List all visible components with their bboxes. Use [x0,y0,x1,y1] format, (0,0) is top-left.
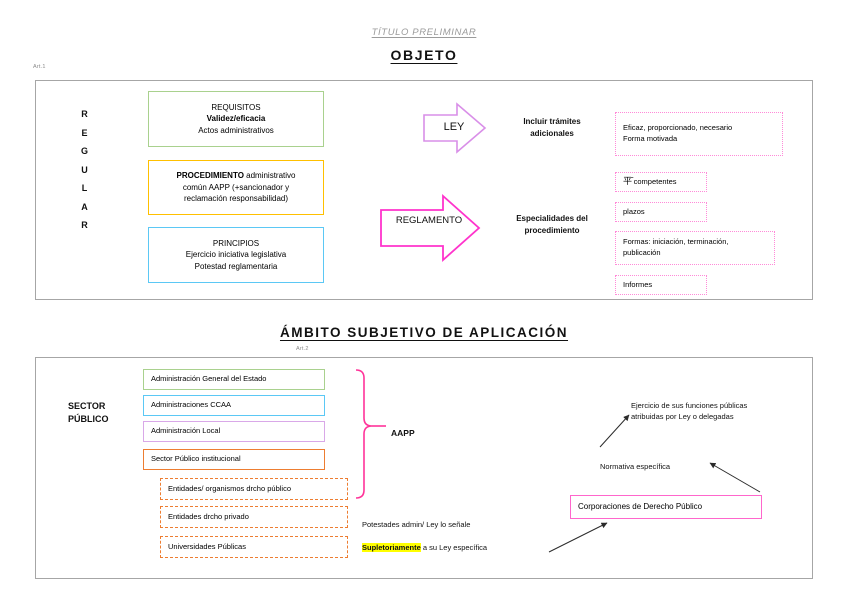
box-universidades-publicas[interactable]: Universidades Públicas [160,536,348,558]
organos-abbrev-icon: 平̄ [623,176,632,187]
note-funciones-publicas: Ejercicio de sus funciones públicas atri… [631,400,747,423]
box-sector-publico-institucional[interactable]: Sector Público institucional [143,449,325,470]
regular-letter: E [81,127,88,138]
box-requisitos[interactable]: REQUISITOS Validez/eficacia Actos admini… [148,91,324,147]
sector-publico-line1: SECTOR [68,401,106,411]
box-entidades-publico-text: Entidades/ organismos drcho público [168,483,291,493]
art1-label: Art.1 [33,64,46,70]
box-formas-line2: publicación [623,248,661,257]
box-universidades-text: Universidades Públicas [168,541,246,551]
box-administracion-local[interactable]: Administración Local [143,421,325,442]
box-principios-line1: PRINCIPIOS [212,238,260,248]
box-entidades-drcho-privado[interactable]: Entidades drcho privado [160,506,348,528]
regular-letter: U [81,164,88,175]
box-institucional-text: Sector Público institucional [151,454,241,464]
box-procedimiento-line3: reclamación responsabilidad) [183,194,289,204]
box-formas[interactable]: Formas: iniciación, terminación, publica… [615,231,775,265]
box-organos-line: 平̄ competentes [623,176,677,187]
box-formas-line1: Formas: iniciación, terminación, [623,237,729,247]
sector-publico-line2: PÚBLICO [68,414,109,425]
note-normativa-especifica: Normativa específica [600,462,671,471]
note-supletoriamente: Supletoriamente a su Ley específica [362,542,487,553]
ley-arrow-label: LEY [443,121,465,133]
box-procedimiento-line2: común AAPP (+sancionador y [182,182,290,192]
box-plazos[interactable]: plazos [615,202,707,222]
box-administracion-general-estado[interactable]: Administración General del Estado [143,369,325,390]
box-informes-line: Informes [623,279,653,289]
supletoriamente-rest: a su Ley específica [420,543,488,552]
sector-publico-label: SECTOR PÚBLICO [68,400,109,426]
box-organos-competentes[interactable]: 平̄ competentes [615,172,707,192]
regular-letter: G [81,146,89,156]
box-age-text: Administración General del Estado [151,374,267,384]
pretitle: TÍTULO PRELIMINAR [371,27,477,38]
section2-title: ÁMBITO SUBJETIVO DE APLICACIÓN [279,325,569,340]
box-principios-line2: Ejercicio iniciativa legislativa [185,250,287,260]
box-requisitos-line1: REQUISITOS [211,102,261,112]
funciones-line2: atribuidas por Ley o delegadas [631,412,734,422]
box-procedimiento-line1: PROCEDIMIENTO administrativo [176,171,296,181]
box-principios-line3: Potestad reglamentaria [194,261,278,271]
regular-letter: R [81,109,88,119]
box-local-text: Administración Local [151,426,221,436]
box-plazos-line: plazos [623,206,645,216]
box-entidades-privado-text: Entidades drcho privado [168,511,249,521]
ley-target-line2: adicionales [530,129,574,138]
reglamento-target-text: Especialidades del procedimiento [500,213,604,237]
regular-letter: R [81,220,88,230]
box-corporaciones-text: Corporaciones de Derecho Público [578,502,703,512]
box-informes[interactable]: Informes [615,275,707,295]
page-title: OBJETO [390,47,458,63]
reglamento-target-line1: Especialidades del [516,214,588,223]
art2-label: Art.2 [296,346,309,352]
regular-vertical-word: R E G U L A R [81,110,88,240]
box-entidades-organismos-publico[interactable]: Entidades/ organismos drcho público [160,478,348,500]
regular-letter: A [81,201,88,212]
reglamento-target-line2: procedimiento [524,226,580,235]
regular-letter: L [81,183,88,193]
box-requisitos-line3: Actos administrativos [198,125,274,135]
box-principios[interactable]: PRINCIPIOS Ejercicio iniciativa legislat… [148,227,324,283]
box-procedimiento-keyword: PROCEDIMIENTO [176,171,244,181]
reglamento-arrow-label: REGLAMENTO [395,215,463,226]
ley-target-text: Incluir trámites adicionales [500,116,604,140]
box-eficaz-line1: Eficaz, proporcionado, necesario [623,123,733,133]
box-corporaciones-derecho-publico[interactable]: Corporaciones de Derecho Público [570,495,762,519]
box-eficaz[interactable]: Eficaz, proporcionado, necesario Forma m… [615,112,783,156]
box-administraciones-ccaa[interactable]: Administraciones CCAA [143,395,325,416]
aapp-label: AAPP [391,428,415,438]
box-procedimiento[interactable]: PROCEDIMIENTO administrativo común AAPP … [148,160,324,215]
note-potestades: Potestades admin/ Ley lo señale [362,520,471,529]
box-eficaz-line2: Forma motivada [623,134,678,143]
box-ccaa-text: Administraciones CCAA [151,400,232,410]
ley-target-line1: Incluir trámites [523,117,581,126]
box-requisitos-line2: Validez/eficacia [206,114,266,124]
supletoriamente-highlight: Supletoriamente [362,543,421,552]
funciones-line1: Ejercicio de sus funciones públicas [631,401,748,410]
